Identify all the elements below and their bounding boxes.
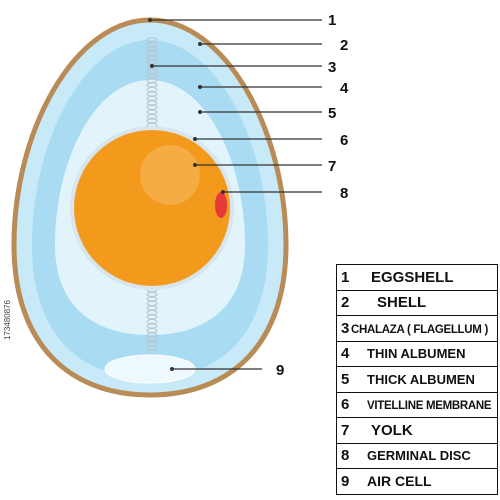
legend-label: VITELLINE MEMBRANE bbox=[367, 400, 492, 413]
leader-dot-4 bbox=[198, 85, 202, 89]
legend-number: 5 bbox=[341, 370, 350, 388]
chalaza-coil bbox=[146, 345, 158, 352]
leader-dot-2 bbox=[198, 42, 202, 46]
legend-cell: 6 VITELLINE MEMBRANE bbox=[336, 391, 498, 418]
legend-number: 1 bbox=[341, 268, 350, 286]
leader-dot-9 bbox=[170, 367, 174, 371]
legend-label: SHELL bbox=[377, 294, 427, 312]
callout-number-3: 3 bbox=[328, 59, 336, 76]
callout-number-7: 7 bbox=[328, 158, 336, 175]
legend-label: EGGSHELL bbox=[371, 268, 454, 286]
callout-number-4: 4 bbox=[340, 80, 349, 97]
leader-dot-3 bbox=[150, 64, 154, 68]
yolk bbox=[74, 130, 230, 286]
legend-label: GERMINAL DISC bbox=[367, 448, 471, 464]
legend-cell: 4 THIN ALBUMEN bbox=[336, 340, 498, 367]
legend-label: THICK ALBUMEN bbox=[367, 371, 475, 387]
legend-row: 6 VITELLINE MEMBRANE bbox=[336, 391, 498, 418]
stock-id-watermark: 173480876 bbox=[3, 300, 12, 341]
legend-label: YOLK bbox=[371, 421, 413, 439]
legend-row: 4 THIN ALBUMEN bbox=[336, 340, 498, 367]
legend-label: AIR CELL bbox=[367, 472, 432, 489]
leader-dot-8 bbox=[221, 190, 225, 194]
callout-number-9: 9 bbox=[276, 362, 284, 379]
legend-label: CHALAZA ( FLAGELLUM ) bbox=[351, 323, 488, 336]
legend-cell: 8 GERMINAL DISC bbox=[336, 442, 498, 469]
leader-dot-1 bbox=[148, 18, 152, 22]
legend-number: 4 bbox=[341, 345, 350, 363]
leader-dot-6 bbox=[193, 137, 197, 141]
legend-cell: 7 YOLK bbox=[336, 417, 498, 444]
legend-cell: 2 SHELL bbox=[336, 289, 498, 316]
callout-number-1: 1 bbox=[328, 12, 336, 29]
legend-row: 8 GERMINAL DISC bbox=[336, 442, 498, 469]
leader-dot-7 bbox=[193, 163, 197, 167]
legend-number: 2 bbox=[341, 294, 350, 312]
callout-number-8: 8 bbox=[340, 185, 348, 202]
germinal-disc bbox=[215, 192, 227, 218]
legend-cell: 1 EGGSHELL bbox=[336, 264, 498, 291]
legend-row: 9 AIR CELL bbox=[336, 468, 498, 495]
callout-number-2: 2 bbox=[340, 37, 348, 54]
callout-number-5: 5 bbox=[328, 105, 336, 122]
legend-number: 8 bbox=[341, 447, 350, 465]
legend-row: 2 SHELL bbox=[336, 289, 498, 316]
legend-number: 6 bbox=[341, 396, 350, 414]
legend-row: 7 YOLK bbox=[336, 417, 498, 444]
legend-cell: 5 THICK ALBUMEN bbox=[336, 366, 498, 393]
legend-row: 5 THICK ALBUMEN bbox=[336, 366, 498, 393]
callout-number-6: 6 bbox=[340, 132, 348, 149]
legend-row: 1 EGGSHELL bbox=[336, 264, 498, 291]
leader-dots bbox=[148, 18, 225, 371]
legend-number: 9 bbox=[341, 472, 350, 490]
legend-number: 7 bbox=[341, 421, 350, 439]
leader-lines bbox=[150, 19, 322, 370]
leader-dot-5 bbox=[198, 110, 202, 114]
legend-cell: 9 AIR CELL bbox=[336, 468, 498, 495]
yolk-highlight bbox=[140, 145, 200, 205]
legend-number: 3 bbox=[341, 319, 350, 337]
legend-label: THIN ALBUMEN bbox=[367, 346, 466, 362]
